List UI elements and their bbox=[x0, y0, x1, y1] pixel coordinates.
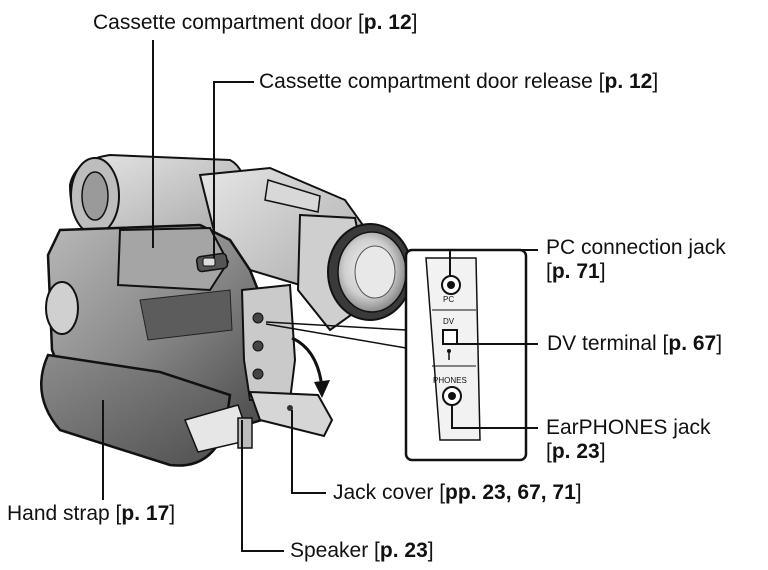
label-hand-strap: Hand strap [p. 17] bbox=[7, 502, 176, 525]
door-release-switch bbox=[195, 252, 229, 273]
pc-marking: PC bbox=[443, 295, 454, 304]
label-earphones-jack: EarPHONES jack [p. 23] bbox=[546, 416, 711, 463]
label-cassette-door: Cassette compartment door [p. 12] bbox=[93, 11, 418, 34]
label-door-release: Cassette compartment door release [p. 12… bbox=[259, 70, 659, 93]
leader-release bbox=[213, 81, 254, 258]
dv-marking: DV bbox=[443, 317, 455, 326]
dv-terminal-icon bbox=[442, 329, 458, 345]
label-jack-cover: Jack cover [pp. 23, 67, 71] bbox=[333, 481, 582, 504]
label-speaker: Speaker [p. 23] bbox=[290, 539, 434, 562]
leader-jackcover bbox=[291, 410, 326, 494]
lens-assembly bbox=[296, 213, 413, 332]
callout-leaders bbox=[102, 40, 538, 552]
label-dv-terminal: DV terminal [p. 67] bbox=[547, 332, 723, 355]
leader-pc bbox=[449, 249, 538, 276]
phones-marking: PHONES bbox=[433, 376, 467, 385]
inset-connector-lines bbox=[265, 321, 407, 349]
leader-speaker bbox=[241, 420, 284, 552]
leader-earphones bbox=[451, 405, 538, 429]
side-jack-panel bbox=[240, 283, 330, 401]
label-pc-jack: PC connection jack [p. 71] bbox=[546, 236, 726, 283]
hand-strap bbox=[40, 353, 253, 467]
